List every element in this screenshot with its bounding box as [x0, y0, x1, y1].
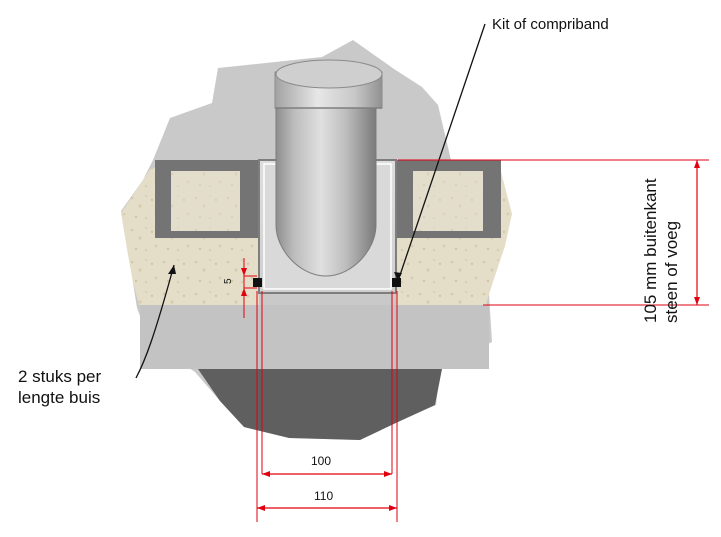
kit-of-compriband-label: Kit of compriband: [492, 16, 609, 33]
dimension-110-label: 110: [314, 489, 334, 503]
right-seal-block: [392, 278, 401, 287]
dim-110-arrow-left: [257, 505, 265, 511]
left-note-line-2: lengte buis: [18, 388, 101, 407]
kit-leader-arrowhead: [394, 272, 402, 281]
left-channel-texture: [171, 171, 240, 231]
dimension-5-label: 5: [223, 278, 234, 284]
dim-100-arrow-right: [384, 471, 392, 477]
left-note-arrowhead: [168, 265, 176, 274]
right-note-line-2: steen of voeg: [662, 220, 681, 323]
lower-dark-block: [198, 369, 442, 440]
dim-105-arrow-top: [694, 160, 700, 168]
dimension-100-label: 100: [311, 454, 332, 468]
dim-5-arrow-bottom: [241, 288, 247, 296]
right-note-label: 105 mm buitenkant steen of voeg: [640, 178, 682, 323]
dim-100-arrow-left: [262, 471, 270, 477]
pipe-top-rim: [275, 59, 383, 89]
kit-leader-line: [397, 23, 486, 282]
left-note-line-1: 2 stuks per: [18, 367, 102, 386]
dim-5-arrow-top: [241, 268, 247, 276]
right-note-line-1: 105 mm buitenkant: [641, 178, 660, 323]
lower-concrete-band: [140, 305, 489, 369]
left-note-label: 2 stuks per lengte buis: [18, 366, 101, 408]
dim-110-arrow-right: [389, 505, 397, 511]
left-note-leader: [135, 264, 175, 379]
dim-105-arrow-bottom: [694, 297, 700, 305]
right-channel-texture: [413, 171, 483, 231]
left-seal-block: [253, 278, 262, 287]
pipe-body: [275, 103, 377, 277]
